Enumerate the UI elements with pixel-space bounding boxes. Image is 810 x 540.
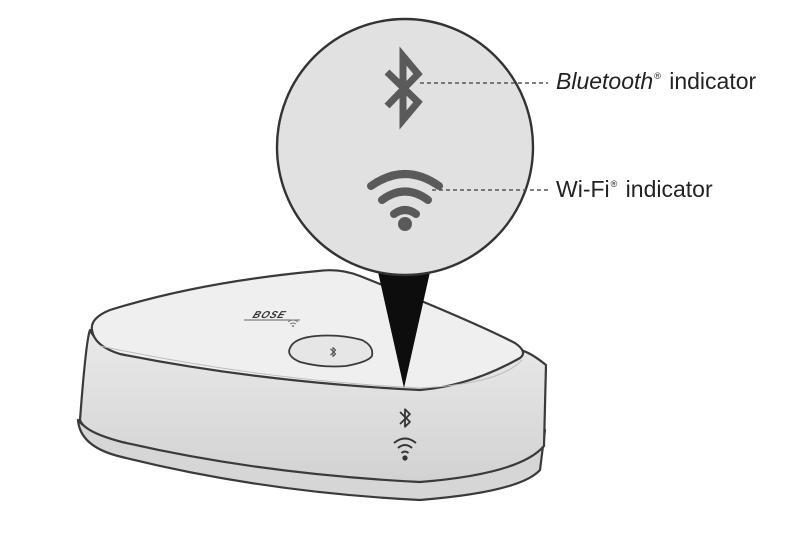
svg-text:BOSE: BOSE [251,309,289,320]
bluetooth-indicator-label: Bluetooth® indicator [556,70,756,93]
magnifier-pointer [378,272,430,388]
bluetooth-brand-name: Bluetooth [556,68,654,94]
magnifier-circle [275,17,535,277]
bluetooth-label-suffix: indicator [662,68,757,94]
wifi-registered-mark: ® [610,179,618,189]
bluetooth-button[interactable] [288,334,374,368]
bluetooth-icon [384,46,423,130]
bose-soundtouch-device: BOSE [76,269,548,502]
wifi-indicator-label: Wi-Fi® indicator [556,178,713,201]
front-bluetooth-indicator-icon [399,408,411,428]
bluetooth-registered-mark: ® [654,71,661,81]
top-wifi-mark [287,319,299,327]
front-wifi-indicator-icon [393,437,417,461]
button-bluetooth-icon [330,346,337,358]
wifi-icon [367,170,443,231]
wifi-brand-name: Wi-Fi [556,176,610,202]
wifi-label-suffix: indicator [619,176,713,202]
bose-logo: BOSE [251,309,289,320]
